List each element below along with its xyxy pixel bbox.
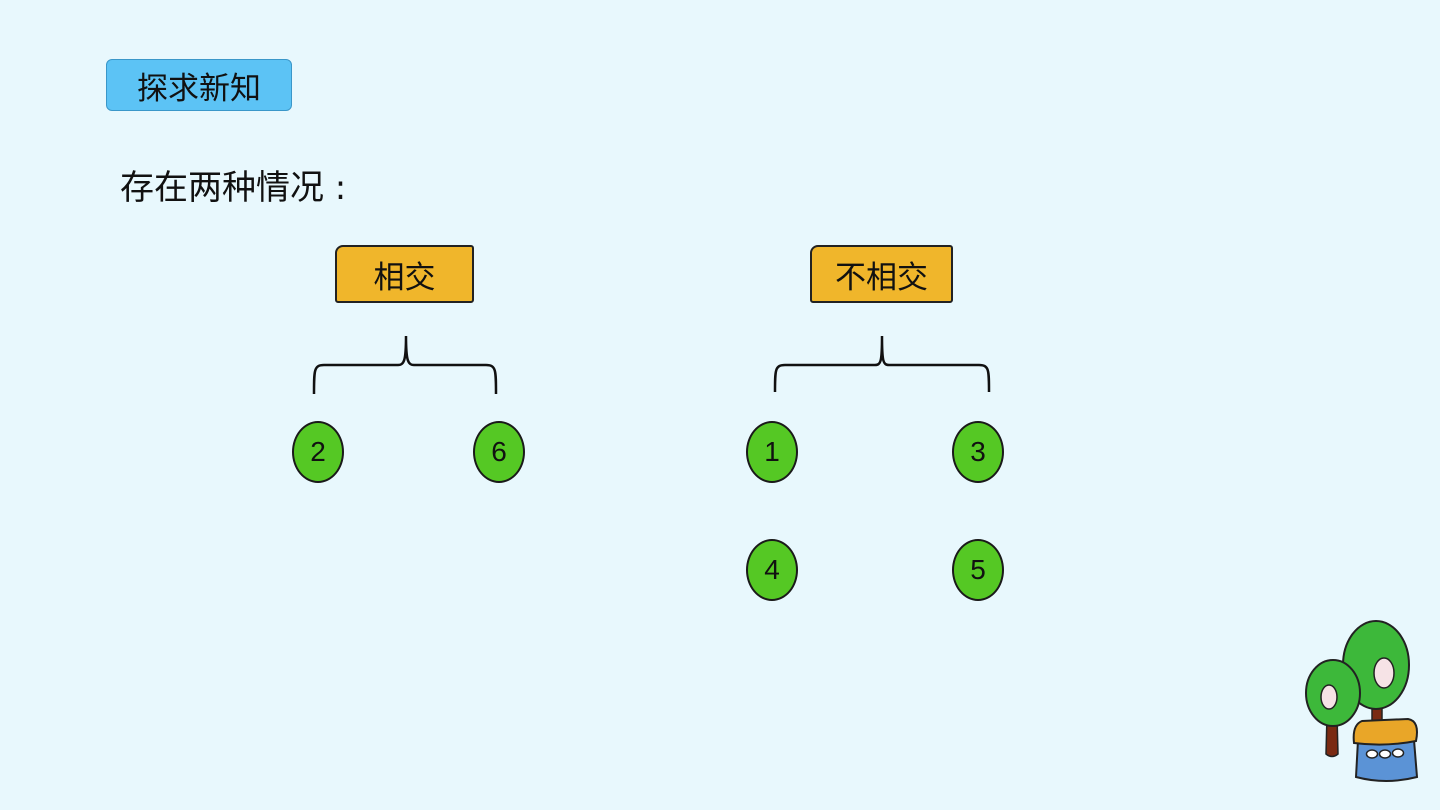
group-label-non-intersecting-text: 不相交	[835, 259, 928, 296]
group-label-intersecting-text: 相交	[373, 259, 436, 296]
group-label-intersecting: 相交	[335, 245, 474, 303]
section-badge-label: 探求新知	[137, 70, 261, 107]
number-circle-1: 1	[746, 421, 798, 483]
trees-and-house-icon	[1305, 620, 1419, 782]
number-circle-3: 3	[952, 421, 1004, 483]
number-circle-2: 2	[292, 421, 344, 483]
group-label-non-intersecting: 不相交	[810, 245, 953, 303]
number-circle-5: 5	[952, 539, 1004, 601]
brace-non-intersecting	[773, 335, 991, 393]
heading-text: 存在两种情况 :	[120, 168, 347, 208]
section-badge: 探求新知	[106, 59, 292, 111]
number-circle-6: 6	[473, 421, 525, 483]
number-circle-4: 4	[746, 539, 798, 601]
brace-intersecting	[312, 335, 498, 395]
